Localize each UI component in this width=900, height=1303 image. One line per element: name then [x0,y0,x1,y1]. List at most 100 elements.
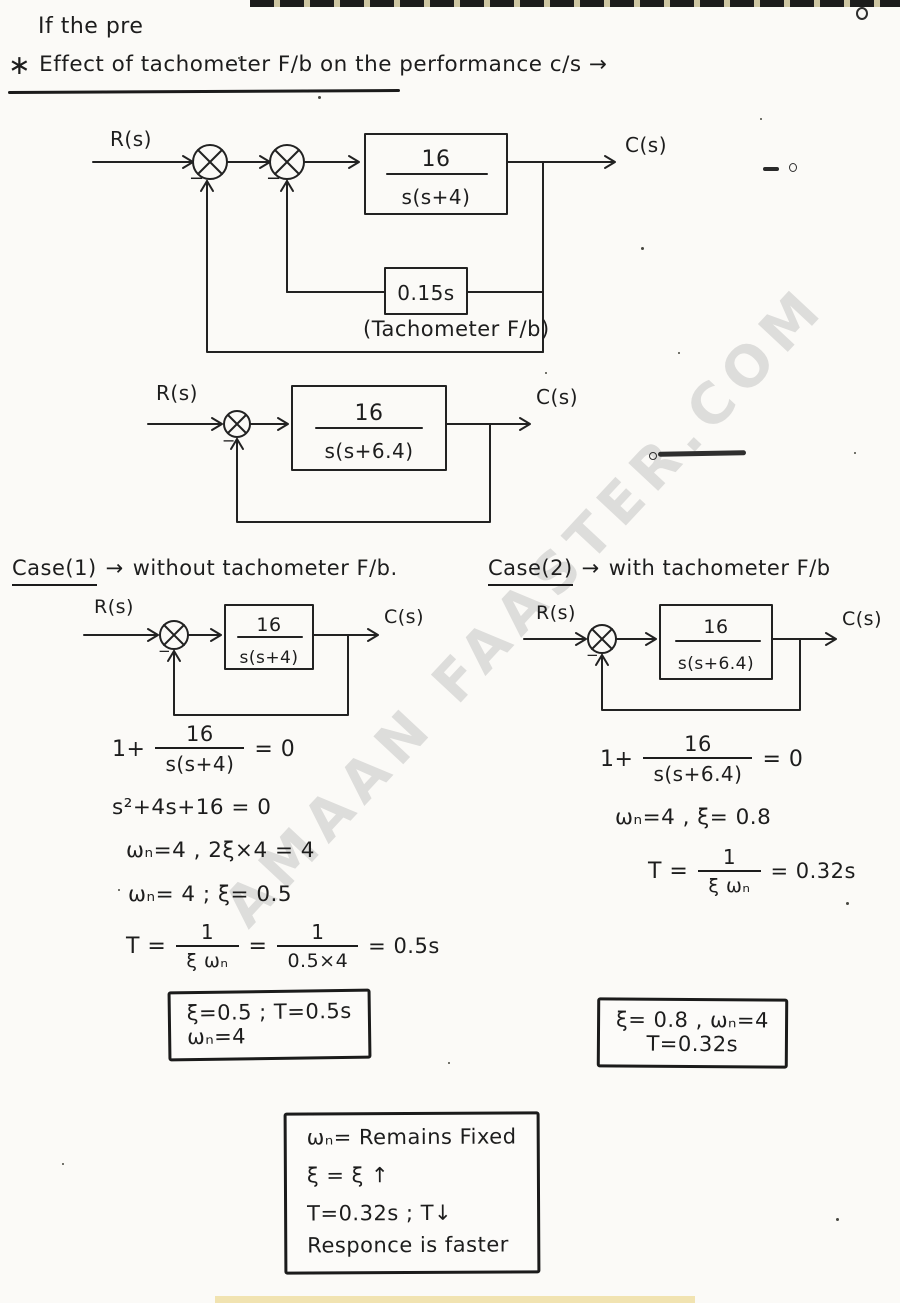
scan-mark-dash [763,167,779,171]
case1-heading: Case(1) → without tachometer F/b. [12,556,398,586]
d1-arrowhead-up [200,180,214,192]
scan-mark-scribble [657,450,747,457]
m2-sum-minus: − [586,646,599,664]
asterisk-icon: ∗ [8,50,32,81]
d1-outer-feedback-line [206,180,544,353]
eq-term: 1+ [112,736,146,762]
fraction-denominator: 0.5×4 [277,945,359,972]
d1-output-label: C(s) [625,133,667,157]
d2-arrowhead [519,417,531,431]
d1-tachometer-block [384,267,468,315]
case1-result-box: ξ=0.5 ; T=0.5s ωₙ=4 [167,988,372,1062]
d2-arrowhead [277,417,289,431]
d2-sum-cross [227,414,247,434]
d2-sum-minus: − [222,431,236,450]
eq-term: = [248,933,268,959]
case2-heading: Case(2) → with tachometer F/b [488,556,831,586]
scan-speck [62,1163,64,1165]
conclusion-box: ωₙ= Remains Fixed ξ = ξ ↑ T=0.32s ; T↓ R… [283,1111,541,1275]
m1-output-label: C(s) [384,606,424,628]
scan-speck [678,352,680,354]
fraction: 16 s(s+6.4) [643,732,753,786]
case2-arrow: → [581,556,600,580]
eq-rhs: = 0 [762,746,804,772]
d1-sum2-cross [274,149,300,175]
case2-result-box: ξ= 0.8 , ωₙ=4 T=0.32s [596,997,789,1069]
m2-sum-cross [591,628,613,650]
scan-edge-strip-bottom [215,1296,695,1303]
m2-output-label: C(s) [842,608,882,630]
m1-block-denominator: s(s+4) [239,648,298,668]
scan-speck [238,57,240,59]
d1-input-label: R(s) [110,127,152,151]
conclusion-line4: Responce is faster [307,1232,509,1258]
fraction: 1 ξ ωₙ [698,845,761,897]
case2-heading-text: with tachometer F/b [608,556,831,580]
case1-result-line2: ωₙ=4 [186,1024,247,1050]
case1-label: Case(1) [12,556,97,586]
scan-speck [118,889,120,891]
header-note: If the pre [38,14,144,39]
case1-arrow: → [105,556,124,580]
case1-heading-text: without tachometer F/b. [132,556,398,580]
case1-block-diagram: R(s) − 16 s(s+4) C(s) [83,596,424,716]
m1-sum-cross [163,624,185,646]
case1-wn-relation: ωₙ=4 , 2ξ×4 = 4 [126,838,315,863]
eq-rhs: = 0.32s [770,859,856,883]
page-title-row: ∗ Effect of tachometer F/b on the perfor… [8,52,607,79]
d2-input-label: R(s) [156,381,198,405]
m2-block-numerator: 16 [703,616,728,638]
m1-plant-block [224,604,314,670]
fraction-numerator: 1 [722,845,737,869]
fraction-numerator: 1 [311,920,325,944]
d1-arrowhead [604,155,616,169]
d2-block-denominator: s(s+6.4) [324,439,413,463]
m1-feedback-line [173,634,349,716]
scan-speck [836,1218,839,1221]
scan-mark-ring [789,163,797,172]
d1-tachometer-caption: (Tachometer F/b) [363,317,550,341]
d1-block-numerator: 16 [422,147,451,172]
m1-sum-minus: − [158,642,171,660]
d1-tachometer-gain: 0.15s [397,281,454,305]
scan-speck [641,247,644,250]
m1-arrowhead [367,628,379,642]
page-title: Effect of tachometer F/b on the performa… [39,52,608,77]
fraction: 1 0.5×4 [277,920,359,972]
m1-block-numerator: 16 [256,614,281,636]
eq-term: T = [126,933,167,959]
m2-arrowhead [645,632,657,646]
d1-plant-block [364,133,508,215]
d2-arrowhead-up [230,438,244,450]
d1-sum1-minus: − [189,168,205,189]
conclusion-line2: ξ = ξ ↑ [306,1163,390,1188]
m2-plant-block [659,604,773,680]
case1-char-equation: 1+ 16 s(s+4) = 0 [112,722,295,776]
scan-speck [760,118,762,120]
d2-plant-block [291,385,447,471]
m2-block-denominator: s(s+6.4) [678,654,754,674]
case2-wn-xi-values: ωₙ=4 , ξ= 0.8 [615,805,772,830]
fraction-numerator: 1 [200,920,215,944]
fraction-numerator: 16 [186,722,214,746]
case1-wn-xi-values: ωₙ= 4 ; ξ= 0.5 [128,882,293,907]
eq-term: T = [648,858,689,884]
case2-result-line1: ξ= 0.8 , ωₙ=4 [616,1007,770,1033]
case2-result-line2: T=0.32s [646,1031,739,1057]
d2-block-numerator: 16 [355,401,384,426]
fraction-denominator: ξ ωₙ [698,870,761,897]
m2-arrowhead [825,632,837,646]
m1-arrowhead [210,628,222,642]
d1-block-denominator: s(s+4) [402,185,471,209]
scan-speck [545,372,547,374]
scan-edge-strip-top [250,0,900,7]
scan-speck [318,96,321,99]
scan-speck [846,902,849,905]
fraction-denominator: s(s+6.4) [643,757,753,786]
d2-arrowhead [211,417,223,431]
m1-input-label: R(s) [94,596,134,618]
d1-arrowhead [348,155,360,169]
d2-output-label: C(s) [536,385,578,409]
d2-feedback-line [236,423,491,523]
